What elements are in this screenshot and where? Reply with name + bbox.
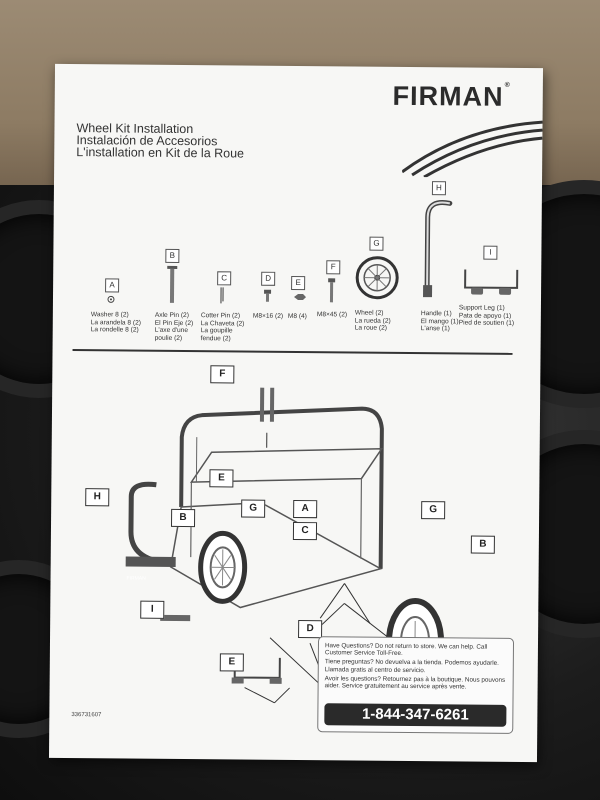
- callout-i: I: [140, 600, 165, 619]
- part-a: A Washer 8 (2)La arandela 8 (2)La rondel…: [91, 274, 142, 334]
- washer-icon: [107, 295, 115, 303]
- callout-h: H: [85, 488, 110, 507]
- part-letter: D: [261, 271, 276, 286]
- brand-name: FIRMAN: [392, 80, 504, 112]
- part-g: G Wheel (2)La rueda (2)La roue (2): [355, 233, 400, 333]
- part-caption: Wheel (2)La rueda (2)La roue (2): [354, 309, 391, 332]
- customer-service-box: Have Questions? Do not return to store. …: [317, 636, 515, 734]
- part-caption: M8×45 (2): [316, 311, 348, 319]
- part-c: C Cotter Pin (2)La Chaveta (2)La goupill…: [201, 267, 245, 343]
- wheel-icon: [355, 256, 399, 300]
- help-text-fr: Avoir les questions? Retournez pas à la …: [324, 675, 506, 691]
- registered-mark: ®: [504, 81, 511, 89]
- parts-list: A Washer 8 (2)La arandela 8 (2)La rondel…: [72, 181, 524, 408]
- part-h: H Handle (1)El mango (1)L'anse (1): [421, 177, 462, 333]
- callout-c: C: [292, 521, 318, 541]
- nut-icon: [294, 294, 307, 301]
- callout-d: D: [298, 620, 323, 639]
- bolt-icon: [264, 289, 272, 302]
- title-block: Wheel Kit Installation Instalación de Ac…: [76, 121, 245, 161]
- document-number: 336731607: [71, 712, 102, 719]
- instruction-sheet: FIRMAN® Wheel Kit Installation Instalaci…: [48, 63, 544, 763]
- callout-g-right: G: [421, 501, 446, 520]
- part-caption: M8×16 (2): [252, 312, 284, 320]
- callout-g-left: G: [241, 499, 266, 518]
- long-bolt-icon: [328, 278, 336, 303]
- part-d: D M8×16 (2): [253, 268, 284, 321]
- part-caption: Washer 8 (2)La arandela 8 (2)La rondelle…: [90, 311, 142, 334]
- part-i: I Support Leg (1)Pata de apoyo (1)Pied d…: [459, 241, 524, 327]
- handle-icon: [423, 200, 453, 298]
- callout-b-left: B: [171, 508, 196, 528]
- part-letter: H: [431, 181, 447, 196]
- part-e: E M8 (4): [288, 272, 312, 321]
- callout-e-top: E: [209, 469, 234, 488]
- part-letter: C: [217, 271, 232, 286]
- swoosh-graphic: [402, 120, 543, 179]
- support-leg-icon: [464, 269, 519, 295]
- help-text-es: Tiene preguntas? No devuelva a la tienda…: [324, 658, 499, 674]
- part-letter: B: [165, 248, 180, 263]
- part-letter: A: [105, 278, 120, 293]
- brand-logo: FIRMAN®: [392, 81, 510, 113]
- phone-number[interactable]: 1-844-347-6261: [324, 703, 507, 727]
- callout-a: A: [293, 499, 318, 519]
- title-fr: L'installation en Kit de la Roue: [76, 145, 245, 161]
- unit-brand-label: FIRMAN: [127, 576, 147, 582]
- help-text-en: Have Questions? Do not return to store. …: [324, 642, 488, 658]
- axle-pin-icon: [167, 265, 178, 303]
- part-letter: F: [326, 260, 341, 275]
- part-letter: G: [369, 236, 384, 251]
- cotter-pin-icon: [220, 287, 224, 304]
- part-caption: Handle (1)El mango (1)L'anse (1): [420, 310, 459, 333]
- part-caption: Support Leg (1)Pata de apoyo (1)Pied de …: [458, 304, 515, 328]
- part-letter: I: [483, 245, 498, 260]
- callout-e-bottom: E: [219, 653, 244, 672]
- part-caption: M8 (4): [287, 312, 307, 321]
- callout-f: F: [210, 365, 235, 384]
- part-f: F M8×45 (2): [317, 256, 348, 319]
- callout-b-right: B: [470, 535, 495, 554]
- part-letter: E: [291, 275, 306, 291]
